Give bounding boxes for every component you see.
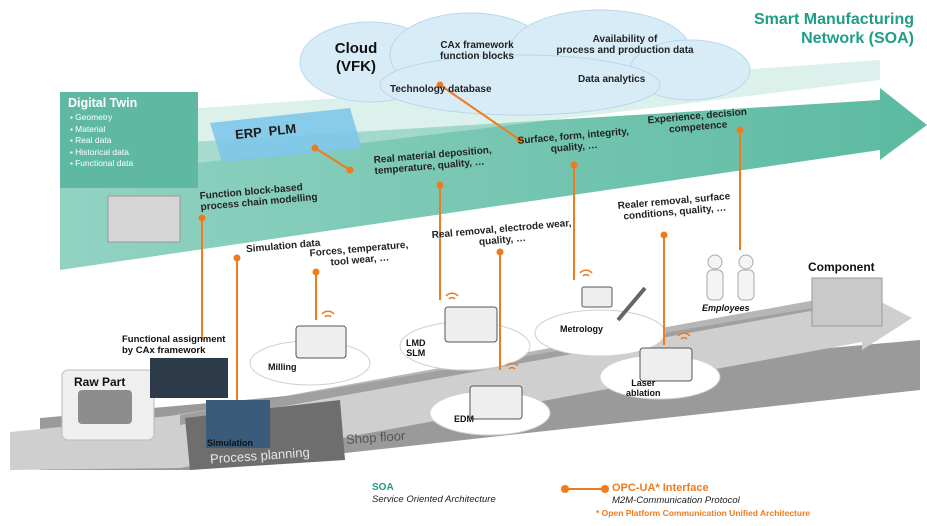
simulation-image (206, 400, 270, 448)
list-item: Material (70, 124, 198, 136)
digital-twin-panel: Digital Twin Geometry Material Real data… (60, 92, 198, 188)
cax-screens-image (150, 358, 228, 398)
employees-label: Employees (702, 303, 750, 313)
connector-line (314, 147, 351, 171)
label-line: Functional assignment (122, 334, 226, 345)
metrology-monitor (581, 286, 613, 308)
erp-plm-panel (210, 108, 362, 162)
cloud-item-text: Availability of (592, 34, 658, 45)
cloud-item-availability: Availability of process and production d… (540, 34, 710, 56)
legend-footnote: * Open Platform Communication Unified Ar… (596, 508, 811, 518)
list-item: Historical data (70, 147, 198, 159)
wifi-icon (677, 332, 691, 340)
label-line: ablation (626, 388, 661, 398)
simulation-label: Simulation (207, 438, 254, 448)
lmd-machine (444, 306, 498, 343)
label-line: Laser (631, 378, 656, 388)
machine-label-laser: Laser ablation (626, 378, 661, 398)
cloud-label: Cloud (VFK) (328, 40, 384, 76)
component-image (811, 277, 883, 327)
raw-part-shape (78, 390, 132, 424)
label-line: by CAx framework (122, 345, 206, 356)
wifi-icon (505, 362, 519, 370)
employees-figures (706, 254, 755, 301)
legend-soa-title: SOA (372, 482, 394, 493)
cloud-item-analytics: Data analytics (578, 74, 646, 85)
cloud-shape (299, 9, 751, 116)
metrology-arm (616, 286, 647, 322)
raw-part-label: Raw Part (74, 375, 126, 389)
label-line: LMD (406, 338, 426, 348)
cloud-item-cax: CAx framework function blocks (422, 40, 532, 62)
smart-network-arrow (60, 88, 927, 270)
cloud-item-text: process and production data (556, 45, 694, 56)
functional-assignment-label: Functional assignment by CAx framework (122, 334, 225, 356)
cloud-item-text: CAx framework (440, 40, 514, 51)
list-item: Real data (70, 135, 198, 147)
wifi-icon (579, 269, 593, 277)
cloud-name: Cloud (334, 40, 378, 57)
wifi-icon (321, 310, 335, 318)
component-label: Component (808, 260, 875, 274)
laser-machine (639, 347, 693, 382)
machine-label-lmd-slm: LMD SLM (406, 338, 426, 358)
edm-machine (469, 385, 523, 420)
legend-soa-desc: Service Oriented Architecture (372, 494, 496, 505)
wifi-icon (445, 292, 459, 300)
connector-line (439, 84, 521, 141)
title-line-1: Smart Manufacturing (753, 11, 914, 28)
twin-part-image (107, 195, 181, 243)
machine-label-metrology: Metrology (560, 324, 604, 334)
cloud-item-text: function blocks (440, 51, 514, 62)
label-line: SLM (406, 348, 426, 358)
list-item: Geometry (70, 112, 198, 124)
list-item: Functional data (70, 158, 198, 170)
machine-label-milling: Milling (268, 362, 297, 372)
cloud-item-technology: Technology database (390, 84, 492, 95)
milling-machine (295, 325, 347, 359)
digital-twin-list: Geometry Material Real data Historical d… (60, 112, 198, 170)
legend-opc-desc: M2M-Communication Protocol (612, 495, 740, 506)
legend-opc-title: OPC-UA* Interface (612, 482, 709, 494)
cloud-subname: (VFK) (336, 58, 376, 75)
title-line-2: Network (SOA) (801, 30, 914, 47)
digital-twin-title: Digital Twin (68, 96, 138, 110)
page-title: Smart Manufacturing Network (SOA) (694, 10, 914, 48)
machine-label-edm: EDM (454, 414, 474, 424)
